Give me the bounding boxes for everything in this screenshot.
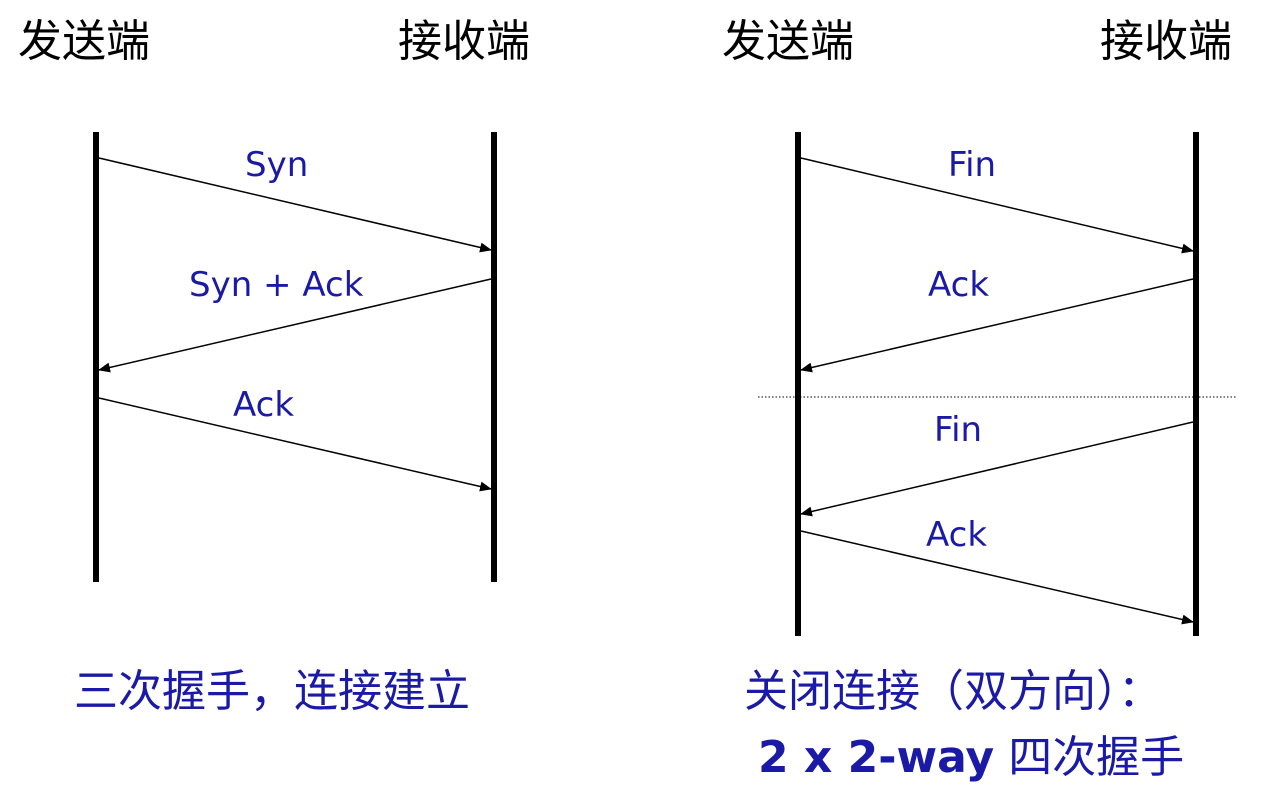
- left-arrow-ack: [98, 397, 492, 492]
- left-sender-label: 发送端: [18, 16, 150, 67]
- right-caption-line1: 关闭连接（双方向）：: [744, 666, 1162, 717]
- right-caption-bold: 2 x 2-way: [758, 732, 995, 783]
- right-message-fin-2: Fin: [934, 410, 983, 450]
- left-arrow-syn: [98, 157, 492, 253]
- right-arrow-fin-1: [800, 157, 1194, 254]
- left-receiver-label: 接收端: [398, 16, 530, 67]
- right-arrow-fin-2: [800, 421, 1194, 517]
- left-message-syn-ack: Syn + Ack: [189, 265, 364, 305]
- right-caption-rest: 四次握手: [1008, 732, 1185, 783]
- left-caption: 三次握手，连接建立: [74, 666, 470, 717]
- right-arrow-ack-1: [800, 278, 1194, 373]
- right-sender-label: 发送端: [722, 16, 854, 67]
- right-message-ack-1: Ack: [928, 265, 990, 305]
- right-caption-line2: 2 x 2-way 四次握手: [758, 736, 1184, 780]
- left-message-syn: Syn: [245, 145, 309, 185]
- right-message-fin-1: Fin: [948, 145, 997, 185]
- left-arrow-syn-ack: [98, 278, 492, 373]
- right-arrow-ack-2: [800, 530, 1194, 625]
- right-message-ack-2: Ack: [926, 515, 988, 555]
- left-message-ack: Ack: [233, 385, 295, 425]
- right-receiver-label: 接收端: [1100, 16, 1232, 67]
